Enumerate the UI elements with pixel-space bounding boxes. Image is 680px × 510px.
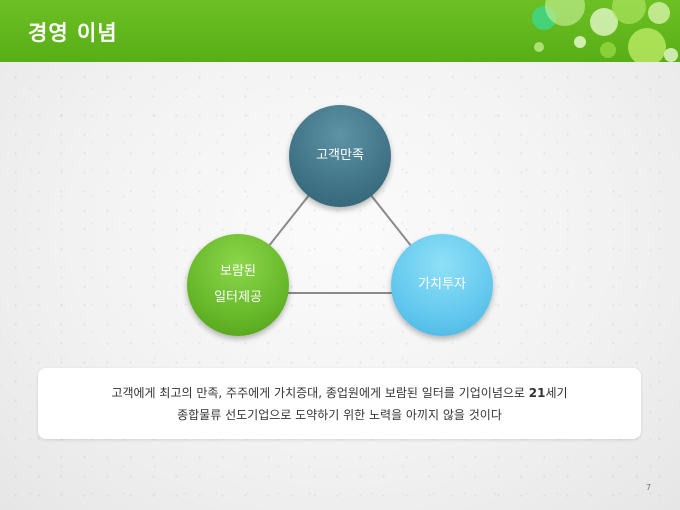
mission-line-2: 종합물류 선도기업으로 도약하기 위한 노력을 아끼지 않을 것이다 [177, 407, 502, 422]
mission-line-1: 고객에게 최고의 만족, 주주에게 가치증대, 종업원에게 보람된 일터를 기업… [111, 382, 567, 404]
mission-line-1-end: 세기 [545, 385, 568, 400]
mission-line-1-text: 고객에게 최고의 만족, 주주에게 가치증대, 종업원에게 보람된 일터를 기업… [111, 385, 529, 400]
page-title: 경영 이념 [28, 21, 118, 45]
node-value-investment: 가치투자 [391, 234, 493, 336]
bubble-decoration [648, 2, 670, 24]
mission-statement-box: 고객에게 최고의 만족, 주주에게 가치증대, 종업원에게 보람된 일터를 기업… [38, 368, 641, 439]
node-rewarding-workplace: 보람된 일터제공 [187, 234, 289, 336]
bubble-decoration [664, 48, 678, 62]
bubble-decoration [534, 42, 544, 52]
header-bar: 경영 이념 [0, 0, 680, 62]
bubble-decoration [600, 42, 616, 58]
bubble-decoration [628, 28, 666, 62]
page-number: 7 [646, 483, 652, 492]
node-label: 가치투자 [418, 277, 466, 292]
node-label: 고객만족 [316, 148, 364, 163]
node-label: 보람된 일터제공 [214, 264, 262, 305]
mission-emphasis: 21 [528, 385, 546, 400]
bubble-decoration [574, 36, 586, 48]
node-customer-satisfaction: 고객만족 [289, 105, 391, 207]
